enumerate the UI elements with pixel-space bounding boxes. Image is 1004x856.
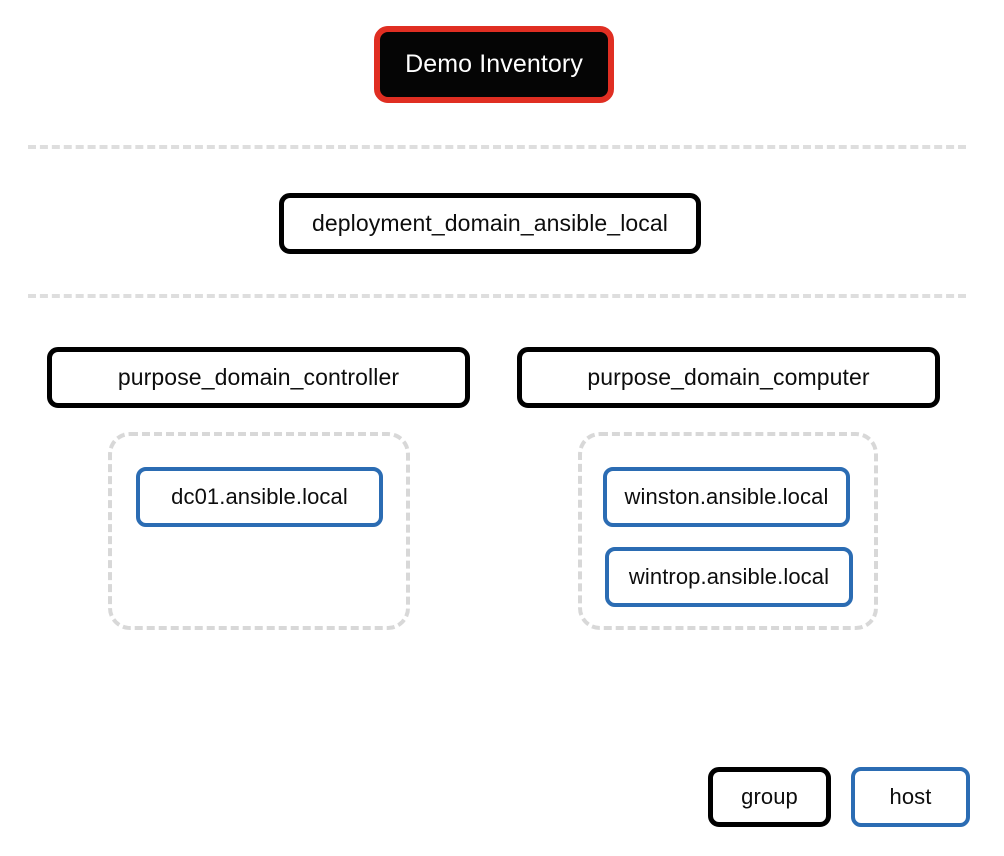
host-cluster-purpose-domain-controller (108, 432, 410, 630)
legend-swatch-group: group (708, 767, 831, 827)
group-node-label: deployment_domain_ansible_local (311, 210, 668, 236)
host-node-wintrop[interactable]: wintrop.ansible.local (605, 547, 853, 607)
legend-group-label: group (741, 784, 798, 809)
root-node-label: Demo Inventory (405, 50, 583, 78)
host-cluster-purpose-domain-computer (578, 432, 878, 630)
legend-host-label: host (889, 784, 932, 809)
host-node-label: winston.ansible.local (624, 484, 829, 509)
group-node-label: purpose_domain_controller (117, 364, 400, 390)
rank-separator-2 (28, 294, 966, 298)
host-node-dc01[interactable]: dc01.ansible.local (136, 467, 383, 527)
root-node-demo-inventory[interactable]: Demo Inventory (374, 26, 614, 103)
group-node-purpose-domain-controller[interactable]: purpose_domain_controller (47, 347, 470, 408)
host-node-label: wintrop.ansible.local (628, 564, 830, 589)
rank-separator-1 (28, 145, 966, 149)
host-node-label: dc01.ansible.local (171, 484, 348, 509)
host-node-winston[interactable]: winston.ansible.local (603, 467, 850, 527)
group-node-deployment-domain-ansible-local[interactable]: deployment_domain_ansible_local (279, 193, 701, 254)
group-node-label: purpose_domain_computer (587, 364, 870, 390)
legend-swatch-host: host (851, 767, 970, 827)
group-node-purpose-domain-computer[interactable]: purpose_domain_computer (517, 347, 940, 408)
